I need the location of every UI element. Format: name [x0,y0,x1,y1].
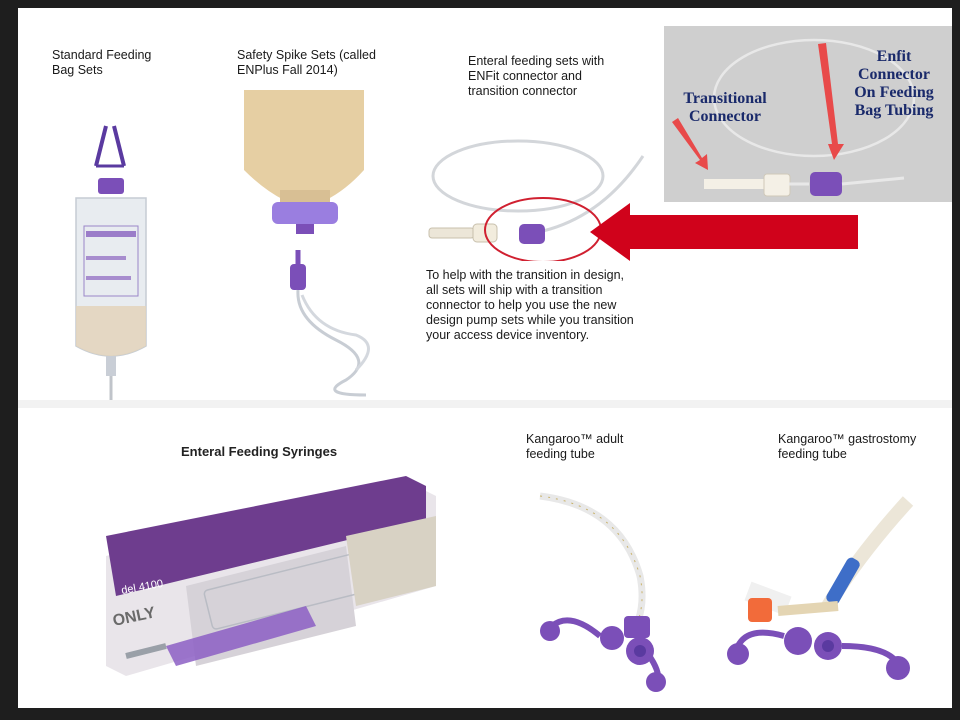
inset-connector-photo: Transitional Connector Enfit Connector O… [664,26,952,202]
caption-transition-note: To help with the transition in design, a… [426,268,634,342]
inset-label-enfit: Enfit Connector On Feeding Bag Tubing [854,48,934,119]
syringe-pump-image: del 4100 ONLY [106,476,436,676]
section-divider [18,400,952,408]
caption-standard-bag: Standard Feeding Bag Sets [52,48,152,77]
feeding-bag-image [75,125,147,401]
caption-safety-spike: Safety Spike Sets (called ENPlus Fall 20… [237,48,376,77]
caption-gastrostomy-tube: Kangaroo™ gastrostomy feeding tube [778,432,917,461]
safety-spike-image [244,90,370,397]
slide: Standard Feeding Bag Sets Safety Spike S… [18,8,952,708]
gastrostomy-tube-image [727,496,914,680]
arrow-left-icon [590,203,858,261]
caption-syringes: Enteral Feeding Syringes [181,444,338,459]
inset-tubing [672,38,916,197]
caption-adult-tube: Kangaroo™ adult feeding tube [526,432,624,461]
adult-feeding-tube-image [539,492,666,692]
caption-enteral-sets: Enteral feeding sets with ENFit connecto… [468,54,605,98]
inset-label-transitional: Transitional Connector [683,90,767,125]
